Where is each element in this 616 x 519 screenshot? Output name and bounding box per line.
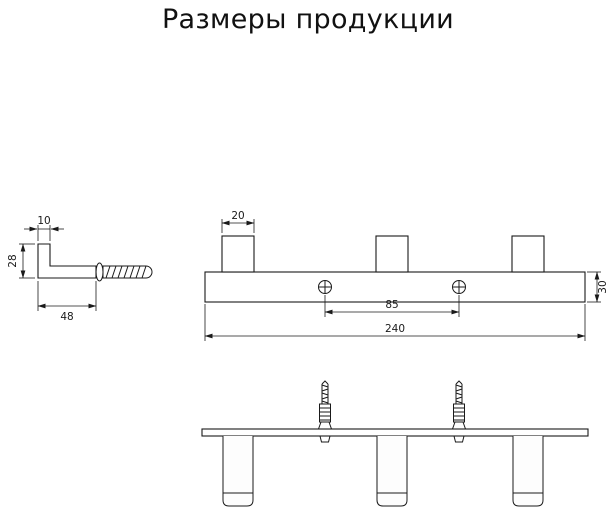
mounting-bar [204,271,586,303]
hook-front-3 [511,235,545,273]
dimension-bar-height: 30 [587,271,609,303]
dimension-total-length: 240 [204,304,586,341]
dimension-height: 28 [7,243,35,279]
dim-label-hole-spacing: 85 [385,299,398,311]
screw-left [318,280,332,294]
mounting-plate-edge [201,428,589,437]
hook-front-2 [375,235,409,273]
hook-profile [37,243,97,279]
bottom-hook-1 [222,435,254,507]
dim-label-top-width: 10 [37,215,50,227]
wall-anchor-side [95,262,153,282]
dim-label-bar-height: 30 [597,280,609,293]
dimension-top-width: 10 [24,215,64,241]
page-title: Размеры продукции [161,4,455,35]
dim-label-depth: 48 [60,311,73,323]
dim-label-hook-width: 20 [231,210,244,222]
front-view-drawing: 20 85 240 30 [204,210,609,341]
bottom-hook-3 [512,435,544,507]
screw-right [452,280,466,294]
dimension-depth: 48 [37,281,97,323]
bottom-view-drawing [201,380,589,507]
bottom-hook-2 [376,435,408,507]
dimension-hook-width: 20 [221,210,255,233]
dimension-hole-spacing: 85 [324,295,460,317]
dim-label-total-length: 240 [385,323,405,335]
side-view-drawing: 10 28 48 [7,215,153,323]
dim-label-height: 28 [7,254,19,267]
hook-front-1 [221,235,255,273]
